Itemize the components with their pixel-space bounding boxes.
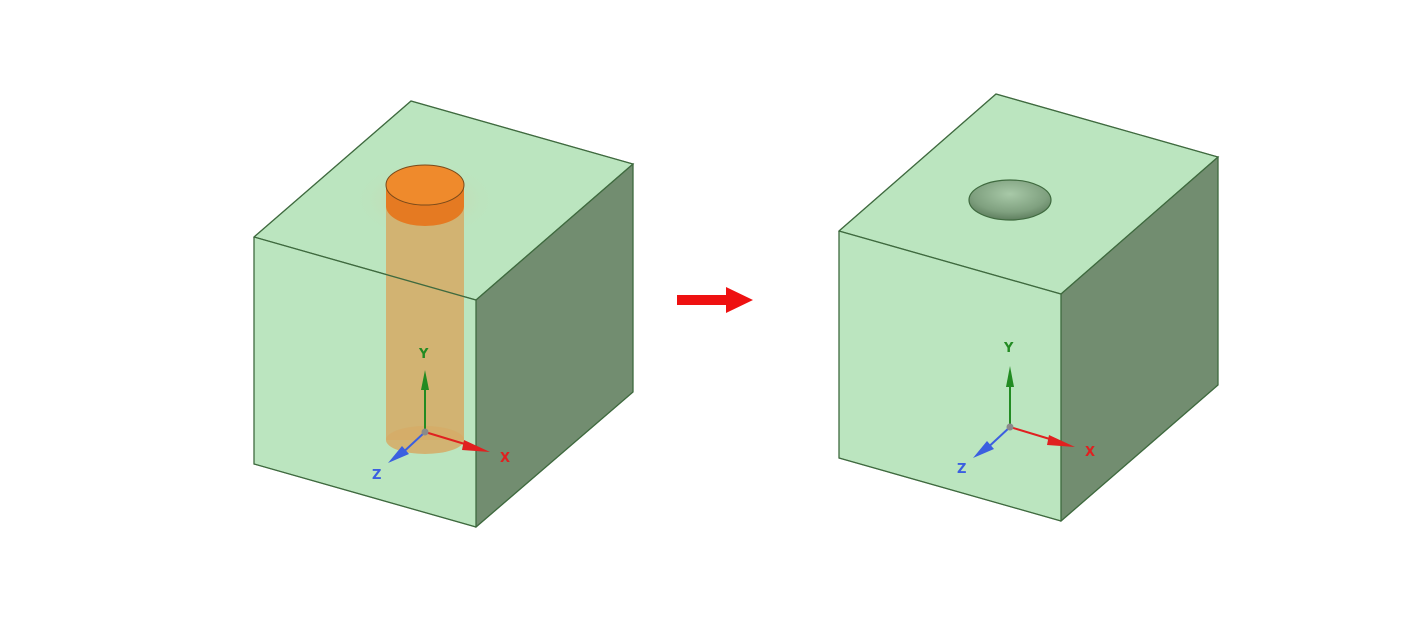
y-axis-arrowhead: [421, 370, 429, 390]
cylinder-tool-bottom: [386, 426, 464, 454]
z-axis-arrowhead: [388, 446, 409, 463]
x-axis-label: X: [500, 451, 510, 466]
z-axis-label: Z: [372, 468, 381, 483]
y-axis-label: Y: [1003, 341, 1014, 356]
z-axis-label: Z: [957, 462, 966, 477]
triad-origin: [1006, 423, 1014, 431]
x-axis-arrowhead: [462, 440, 490, 452]
block-before-edges: [253, 100, 635, 528]
y-axis-label: Y: [418, 347, 429, 362]
triad-origin: [421, 428, 429, 436]
cylinder-tool-top: [385, 164, 465, 206]
x-axis-arrowhead: [1047, 435, 1075, 447]
block-after: [837, 93, 1220, 523]
block-after-edges: [838, 93, 1220, 522]
x-axis-label: X: [1085, 445, 1095, 460]
axis-triad-before: Y X Z: [372, 347, 510, 483]
right-arrow-icon: [677, 287, 753, 313]
axis-triad-after: Y X Z: [957, 341, 1095, 477]
hole: [968, 179, 1052, 221]
z-axis-arrowhead: [973, 441, 994, 458]
y-axis-arrowhead: [1006, 366, 1014, 387]
